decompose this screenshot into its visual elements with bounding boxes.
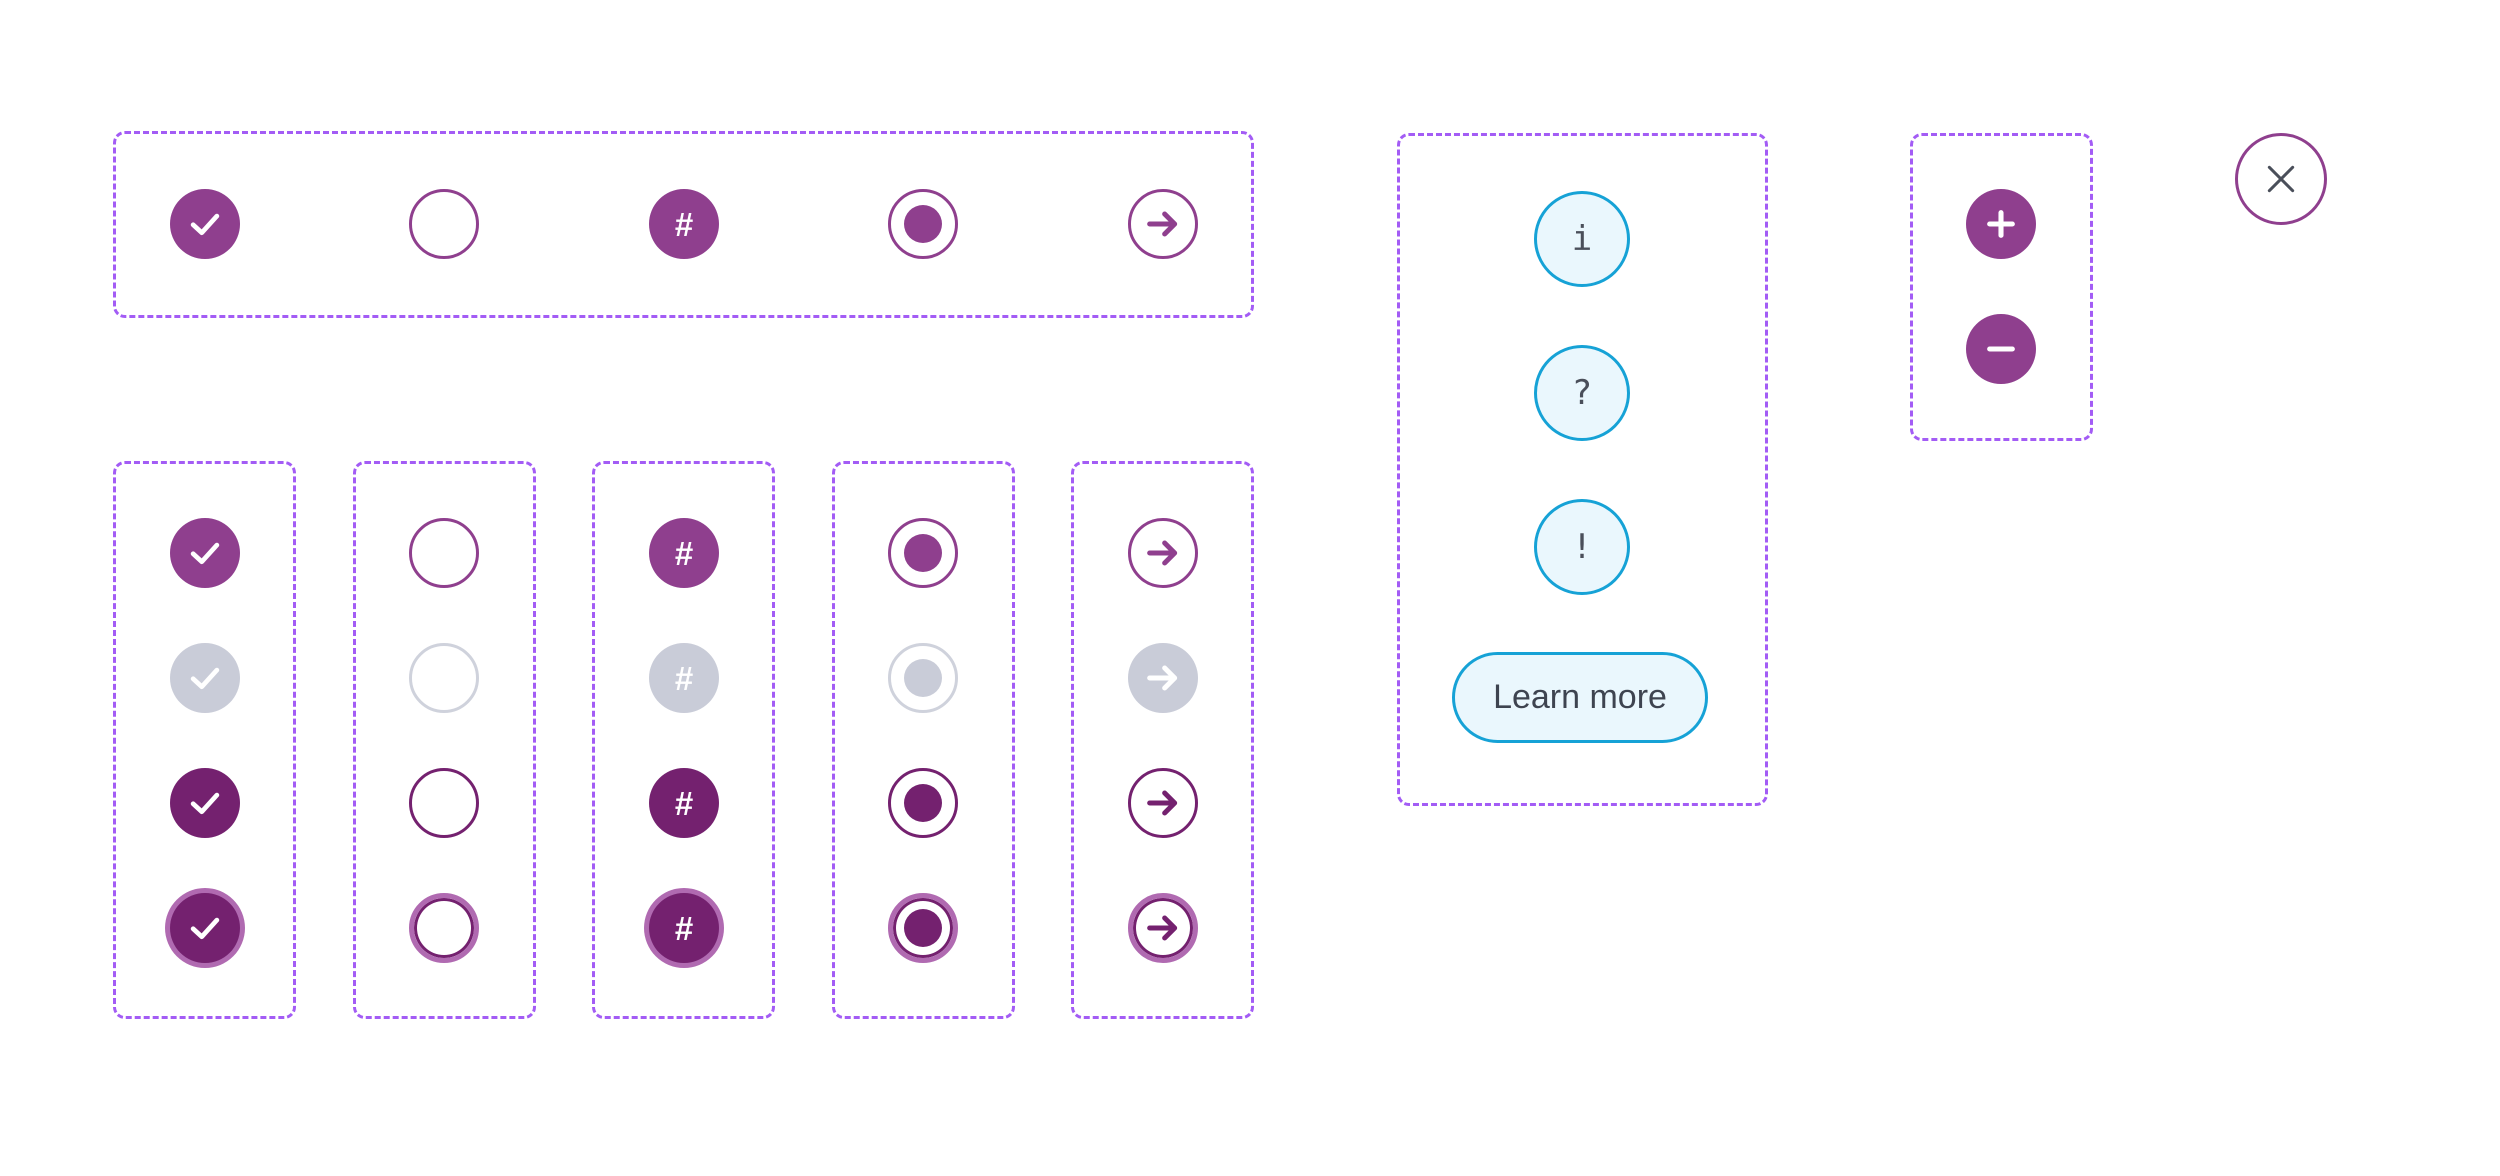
close-icon (2267, 165, 2295, 193)
arrow-right-icon (1147, 211, 1178, 237)
minus-button[interactable] (1966, 314, 2036, 384)
radio-button[interactable] (888, 189, 958, 259)
plus-button[interactable] (1966, 189, 2036, 259)
help-button[interactable]: ? (1534, 345, 1630, 441)
hash-icon: # (674, 909, 694, 947)
plus-icon (1987, 210, 2015, 238)
arrow-right-icon (1147, 790, 1178, 816)
check-icon-button[interactable] (170, 189, 240, 259)
empty-circle-hover[interactable] (409, 768, 479, 838)
learn-more-button[interactable]: Learn more (1452, 652, 1708, 743)
check-icon (190, 792, 220, 815)
check-icon (190, 542, 220, 565)
radio-hover[interactable] (888, 768, 958, 838)
radio-dot-icon (904, 784, 942, 822)
radio-default[interactable] (888, 518, 958, 588)
check-button-hover[interactable] (170, 768, 240, 838)
check-button-default[interactable] (170, 518, 240, 588)
hash-button-default[interactable]: # (649, 518, 719, 588)
arrow-right-icon (1147, 540, 1178, 566)
hash-icon-button[interactable]: # (649, 189, 719, 259)
arrow-right-button[interactable] (1128, 189, 1198, 259)
info-button[interactable]: i (1534, 191, 1630, 287)
empty-circle-icon[interactable] (409, 189, 479, 259)
empty-circle-focus[interactable] (409, 893, 479, 963)
hash-button-hover[interactable]: # (649, 768, 719, 838)
hash-icon: # (674, 205, 694, 243)
hash-states-frame (592, 461, 775, 1019)
check-icon (190, 667, 220, 690)
check-button-disabled (170, 643, 240, 713)
arrow-states-frame (1071, 461, 1254, 1019)
arrow-right-icon (1147, 915, 1178, 941)
arrow-button-hover[interactable] (1128, 768, 1198, 838)
radio-dot-icon (904, 534, 942, 572)
arrow-button-focus[interactable] (1128, 893, 1198, 963)
radio-focus[interactable] (888, 893, 958, 963)
plus-minus-frame (1910, 133, 2093, 441)
hash-button-disabled: # (649, 643, 719, 713)
radio-dot-icon (904, 909, 942, 947)
hash-icon: # (674, 659, 694, 697)
check-button-focus[interactable] (170, 893, 240, 963)
arrow-right-icon (1147, 665, 1178, 691)
check-states-frame (113, 461, 296, 1019)
hash-icon: # (674, 534, 694, 572)
check-icon (190, 917, 220, 940)
info-buttons-frame (1397, 133, 1768, 806)
arrow-button-disabled (1128, 643, 1198, 713)
arrow-button-default[interactable] (1128, 518, 1198, 588)
row-variants-frame (113, 131, 1254, 318)
empty-circle-default[interactable] (409, 518, 479, 588)
warning-button[interactable]: ! (1534, 499, 1630, 595)
empty-states-frame (353, 461, 536, 1019)
radio-states-frame (832, 461, 1015, 1019)
close-button[interactable] (2235, 133, 2327, 225)
radio-dot-icon (904, 659, 942, 697)
check-icon (190, 213, 220, 236)
hash-icon: # (674, 784, 694, 822)
radio-dot-icon (904, 205, 942, 243)
empty-circle-disabled (409, 643, 479, 713)
radio-disabled (888, 643, 958, 713)
minus-icon (1987, 346, 2015, 352)
hash-button-focus[interactable]: # (649, 893, 719, 963)
